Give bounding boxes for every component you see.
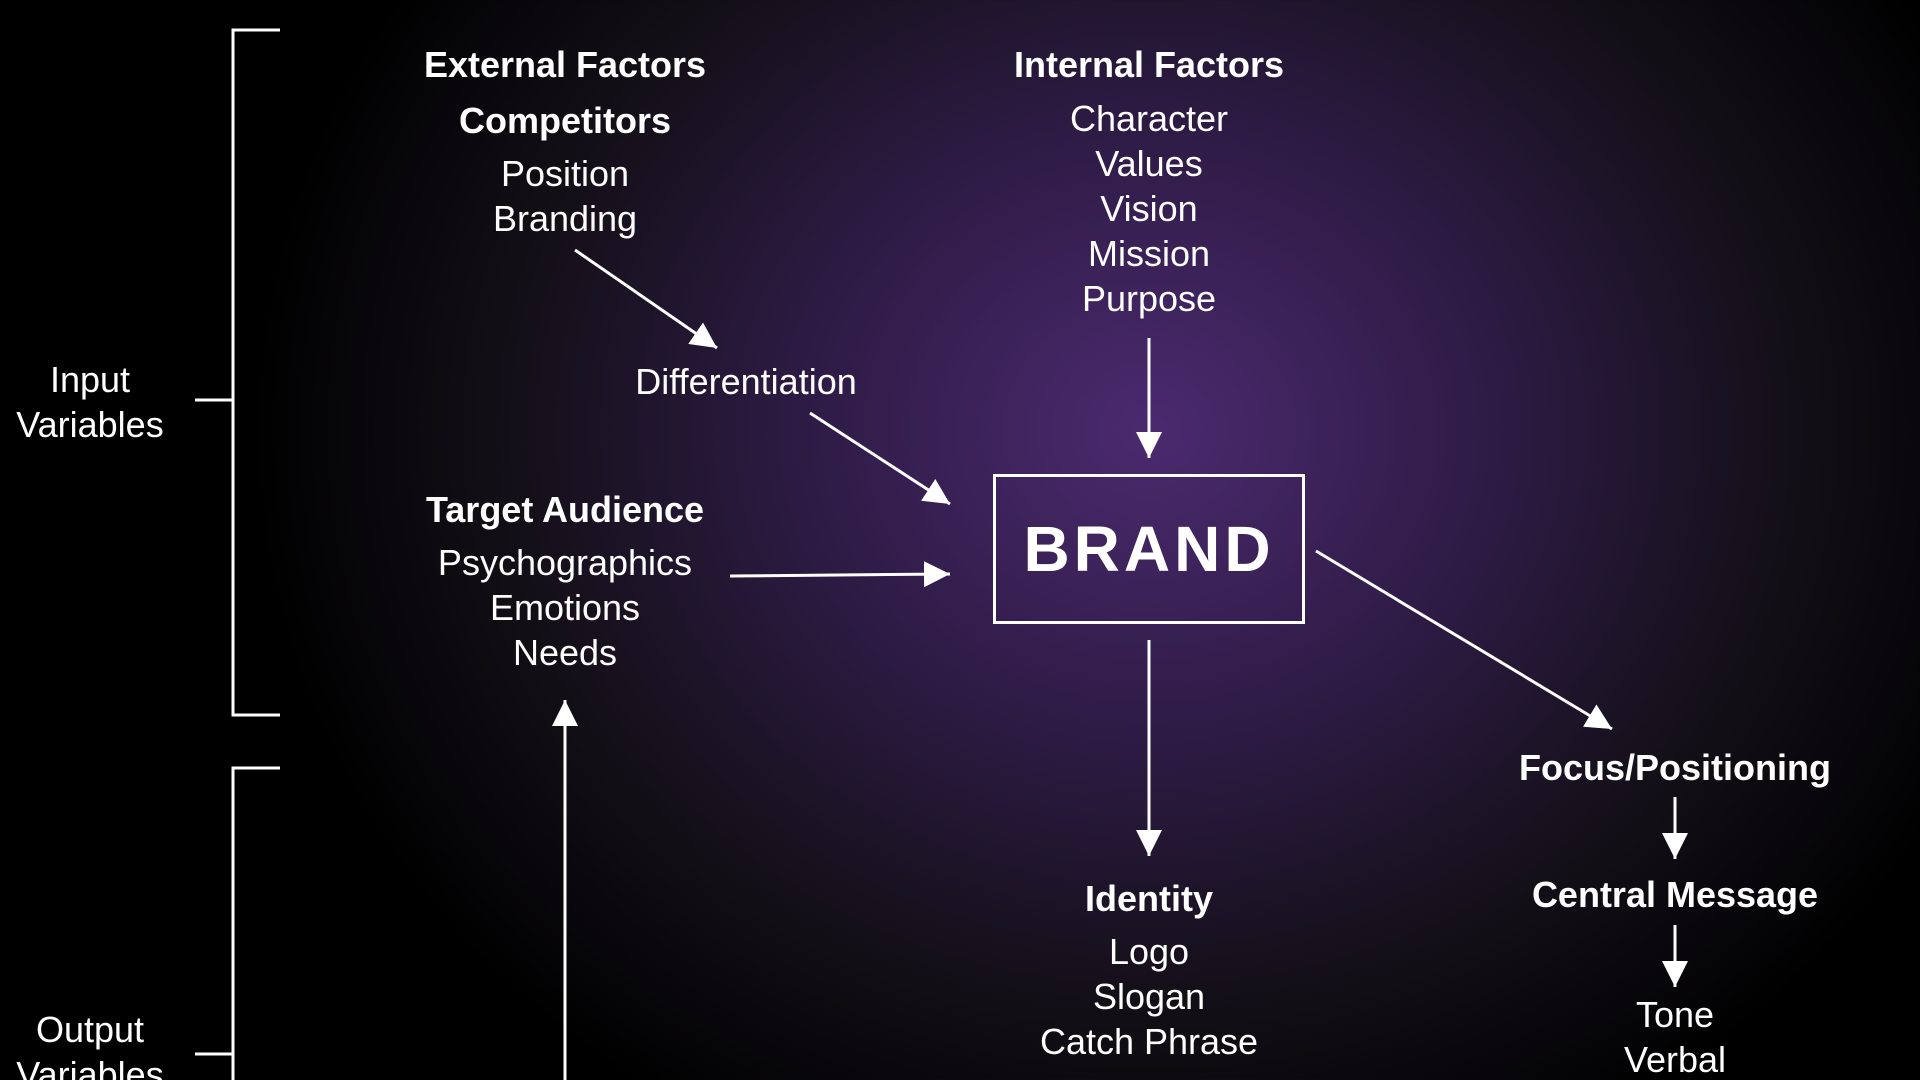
arrow-brand-to-focus	[1315, 549, 1613, 731]
focus-positioning-heading: Focus/Positioning	[1519, 747, 1831, 788]
central-message-heading: Central Message	[1531, 874, 1819, 915]
input-label-line-1: Input	[49, 359, 131, 400]
internal-item-character: Character	[1069, 98, 1229, 139]
brand-box: BRAND	[993, 474, 1305, 624]
target-audience-heading: Target Audience	[425, 489, 705, 530]
output-variables-label: Output Variables	[16, 1007, 163, 1080]
internal-item-mission: Mission	[1087, 233, 1211, 274]
target-audience-list: Psychographics Emotions Needs	[438, 540, 692, 675]
competitors-list: Position Branding	[493, 151, 637, 241]
internal-factors-heading: Internal Factors	[1013, 44, 1285, 85]
input-bracket	[231, 28, 280, 717]
input-label-line-2: Variables	[16, 404, 164, 445]
internal-factors-list: Character Values Vision Mission Purpose	[1070, 96, 1228, 321]
competitors-item-position: Position	[500, 153, 630, 194]
identity-heading: Identity	[1084, 878, 1214, 919]
competitors-heading: Competitors	[458, 100, 672, 141]
output-bracket	[231, 766, 280, 1080]
output-label-line-1: Output	[35, 1009, 145, 1050]
identity-item-slogan: Slogan	[1092, 976, 1206, 1017]
identity-item-logo: Logo	[1108, 931, 1190, 972]
central-item-verbal: Verbal	[1623, 1039, 1727, 1080]
target-item-needs: Needs	[512, 632, 618, 673]
external-factors-heading: External Factors	[423, 44, 707, 85]
arrow-branding-to-differentiation	[574, 248, 718, 350]
brand-label: BRAND	[1023, 513, 1275, 585]
differentiation-label: Differentiation	[635, 361, 857, 402]
target-item-psychographics: Psychographics	[437, 542, 693, 583]
arrow-differentiation-to-brand	[809, 411, 951, 506]
output-label-line-2: Variables	[16, 1054, 164, 1080]
internal-item-purpose: Purpose	[1081, 278, 1217, 319]
input-variables-label: Input Variables	[16, 357, 163, 447]
central-item-tone: Tone	[1635, 994, 1715, 1035]
identity-list: Logo Slogan Catch Phrase	[1040, 929, 1258, 1064]
identity-item-catch-phrase: Catch Phrase	[1039, 1021, 1259, 1062]
arrow-target-to-brand	[729, 561, 951, 588]
target-item-emotions: Emotions	[489, 587, 641, 628]
internal-item-values: Values	[1095, 143, 1203, 184]
competitors-item-branding: Branding	[492, 198, 638, 239]
internal-item-vision: Vision	[1100, 188, 1198, 229]
central-message-list: Tone Verbal	[1624, 992, 1726, 1080]
